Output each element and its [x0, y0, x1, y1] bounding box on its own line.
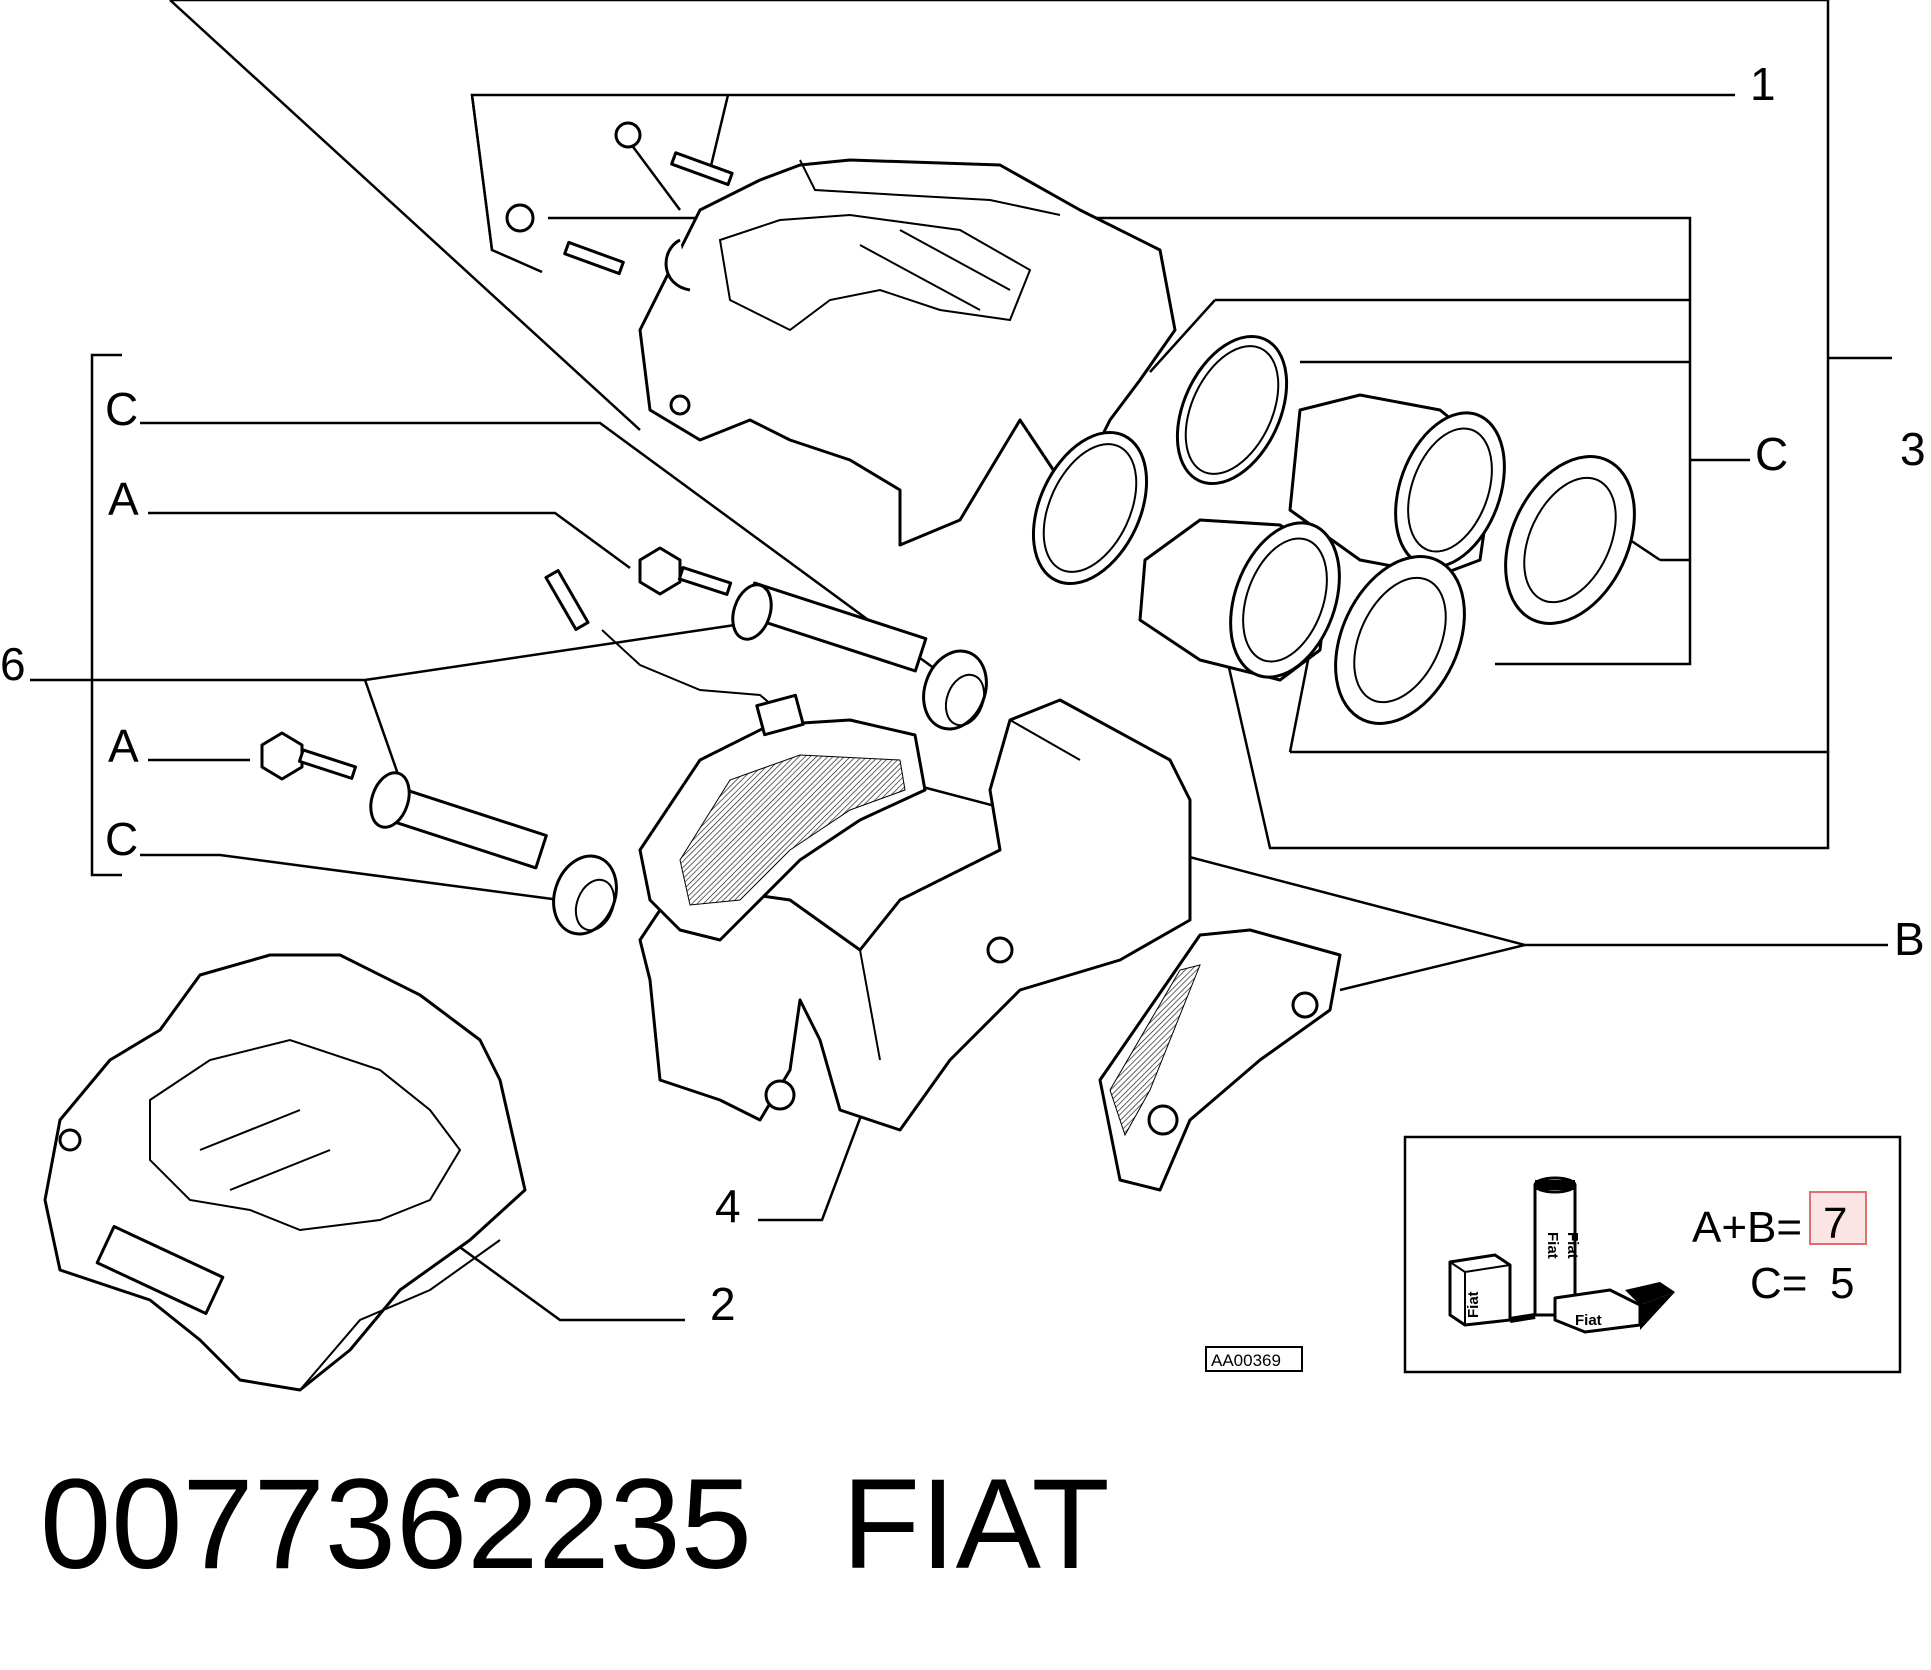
wear-sensor — [544, 569, 590, 631]
brake-pad-inner — [638, 693, 927, 942]
callout-a-top: A — [108, 473, 139, 525]
grease-quantity-inset: Fiat Fiat Fiat Fiat A+B= 7 C= 5 — [1403, 1135, 1902, 1374]
callout-1: 1 — [1750, 58, 1776, 110]
box-brand-label-2: Fiat — [1575, 1312, 1602, 1329]
part-number: 0077362235 — [40, 1453, 752, 1596]
callout-c-top: C — [105, 383, 138, 435]
brake-pad-outer — [1098, 928, 1342, 1192]
piston-upper — [1288, 393, 1506, 577]
bolt-a-upper — [638, 546, 733, 596]
seal-ring-1 — [1031, 430, 1149, 586]
value-ab-highlight — [1809, 1191, 1867, 1245]
value-c: 5 — [1830, 1259, 1854, 1308]
guide-pin-lower — [369, 771, 548, 870]
formula-ab-label: A+B= — [1692, 1203, 1802, 1252]
formula-c-label: C= — [1750, 1259, 1807, 1308]
dust-boot-2 — [1504, 455, 1636, 625]
piston-lower — [1138, 518, 1341, 682]
bolt-a-lower — [260, 731, 357, 781]
dust-boot-1 — [1334, 555, 1466, 725]
seal-ring-2 — [1175, 334, 1289, 486]
drawing-reference: AA00369 — [1205, 1346, 1303, 1372]
inset-frame — [1403, 1135, 1902, 1374]
guide-pin-upper — [731, 581, 928, 673]
brand-name: FIAT — [841, 1453, 1110, 1596]
tube-brand-label-2: Fiat — [1564, 1232, 1581, 1259]
callout-a-bottom: A — [108, 720, 139, 772]
callout-b: B — [1894, 913, 1925, 965]
part-footer: 0077362235 FIAT — [40, 1455, 1110, 1595]
callout-2: 2 — [710, 1278, 736, 1330]
callout-c-bottom: C — [105, 813, 138, 865]
pin-boot-upper — [922, 649, 988, 731]
caliper-bolts-top — [505, 121, 734, 276]
grease-box-icon: Fiat Fiat — [1448, 1253, 1675, 1334]
callout-c-right: C — [1755, 428, 1788, 480]
caliper-assembly-complete — [43, 953, 527, 1392]
callout-6: 6 — [0, 638, 26, 690]
box-brand-label: Fiat — [1465, 1291, 1482, 1318]
callout-3: 3 — [1900, 423, 1926, 475]
value-ab: 7 — [1823, 1199, 1847, 1248]
reference-code: AA00369 — [1211, 1351, 1281, 1370]
reference-code-frame — [1205, 1346, 1303, 1372]
tube-brand-label: Fiat — [1544, 1232, 1561, 1259]
callout-4: 4 — [715, 1180, 741, 1232]
pin-boot-lower — [552, 854, 618, 936]
caliper-carrier-bracket — [638, 698, 1192, 1132]
